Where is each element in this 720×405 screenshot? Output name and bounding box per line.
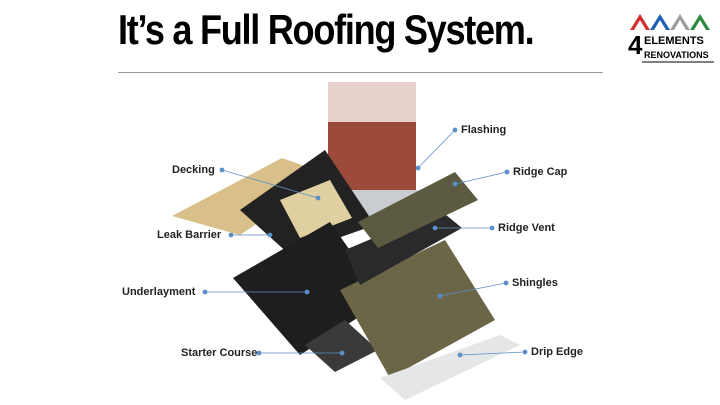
starter-course-layer [305, 320, 378, 372]
label-decking: Decking [172, 164, 215, 176]
label-starter-course: Starter Course [181, 347, 258, 359]
label-underlayment: Underlayment [122, 286, 196, 298]
underlayment-layer [233, 222, 385, 355]
title-divider [118, 72, 603, 73]
label-drip-edge: Drip Edge [531, 346, 583, 358]
company-logo: 4 ELEMENTS RENOVATIONS [628, 14, 714, 63]
label-ridge-cap: Ridge Cap [513, 166, 568, 178]
drip-edge-layer [380, 335, 520, 400]
page-title: It’s a Full Roofing System. [118, 6, 535, 53]
logo-text-elements: ELEMENTS [644, 35, 704, 47]
logo-text-renovations: RENOVATIONS [644, 50, 709, 60]
label-leak-barrier: Leak Barrier [157, 229, 222, 241]
label-ridge-vent: Ridge Vent [498, 222, 555, 234]
ridge-cap-layer [358, 172, 478, 248]
label-shingles: Shingles [512, 277, 558, 289]
svg-text:4: 4 [628, 30, 643, 60]
label-flashing: Flashing [461, 124, 507, 136]
